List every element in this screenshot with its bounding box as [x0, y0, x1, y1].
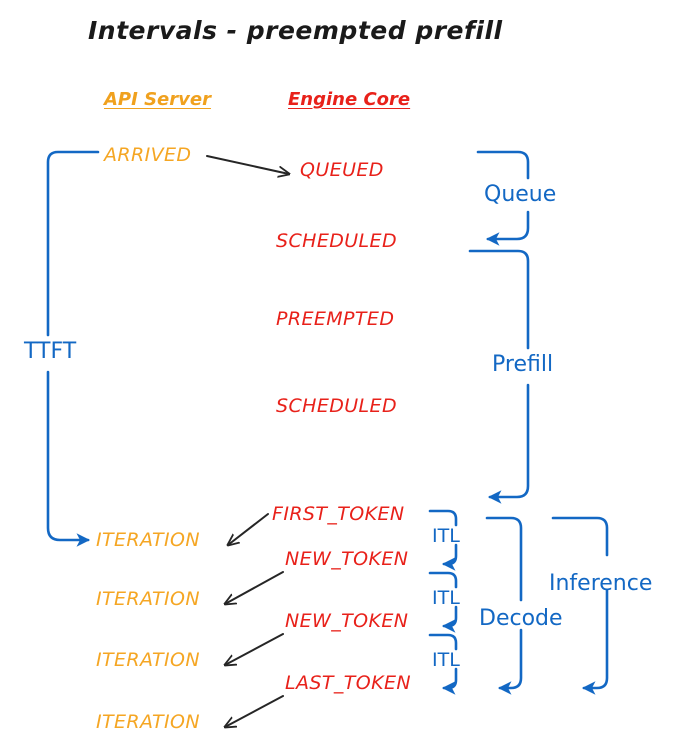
- interval-label-decode: Decode: [479, 606, 563, 631]
- arrow-new-token-2-to-iteration: [225, 633, 284, 665]
- event-last-token: LAST_TOKEN: [285, 672, 411, 694]
- event-new-token-2: NEW_TOKEN: [285, 610, 409, 632]
- bracket-ttft: [46, 150, 100, 547]
- event-scheduled-2: SCHEDULED: [276, 395, 397, 417]
- bracket-queue: [476, 150, 530, 246]
- event-scheduled-1: SCHEDULED: [276, 230, 397, 252]
- column-header-api-server: API Server: [104, 89, 211, 110]
- event-arrived: ARRIVED: [104, 144, 192, 166]
- event-iteration-3: ITERATION: [96, 649, 201, 671]
- event-queued: QUEUED: [300, 159, 384, 181]
- interval-label-itl-3: ITL: [432, 649, 460, 671]
- event-iteration-2: ITERATION: [96, 588, 201, 610]
- bracket-itl-1: [428, 509, 458, 571]
- bracket-decode: [485, 516, 523, 695]
- interval-label-ttft: TTFT: [24, 339, 77, 364]
- event-preempted: PREEMPTED: [276, 308, 395, 330]
- arrow-new-token-1-to-iteration: [225, 571, 284, 604]
- interval-label-itl-1: ITL: [432, 525, 460, 547]
- event-new-token-1: NEW_TOKEN: [285, 548, 409, 570]
- bracket-itl-3: [428, 633, 458, 695]
- interval-label-inference: Inference: [549, 571, 653, 596]
- interval-label-itl-2: ITL: [432, 587, 460, 609]
- event-iteration-1: ITERATION: [96, 529, 201, 551]
- bracket-itl-2: [428, 571, 458, 633]
- event-first-token: FIRST_TOKEN: [272, 503, 405, 525]
- column-header-engine-core: Engine Core: [288, 89, 411, 110]
- arrow-first-token-to-iteration: [228, 513, 269, 545]
- bracket-prefill: [468, 249, 530, 504]
- event-iteration-4: ITERATION: [96, 711, 201, 733]
- interval-label-prefill: Prefill: [492, 352, 554, 377]
- arrow-arrived-to-queued: [206, 155, 289, 174]
- bracket-inference: [551, 516, 609, 695]
- arrow-last-token-to-iteration: [225, 695, 284, 727]
- interval-label-queue: Queue: [484, 182, 557, 207]
- page-title: Intervals - preempted prefill: [88, 16, 503, 45]
